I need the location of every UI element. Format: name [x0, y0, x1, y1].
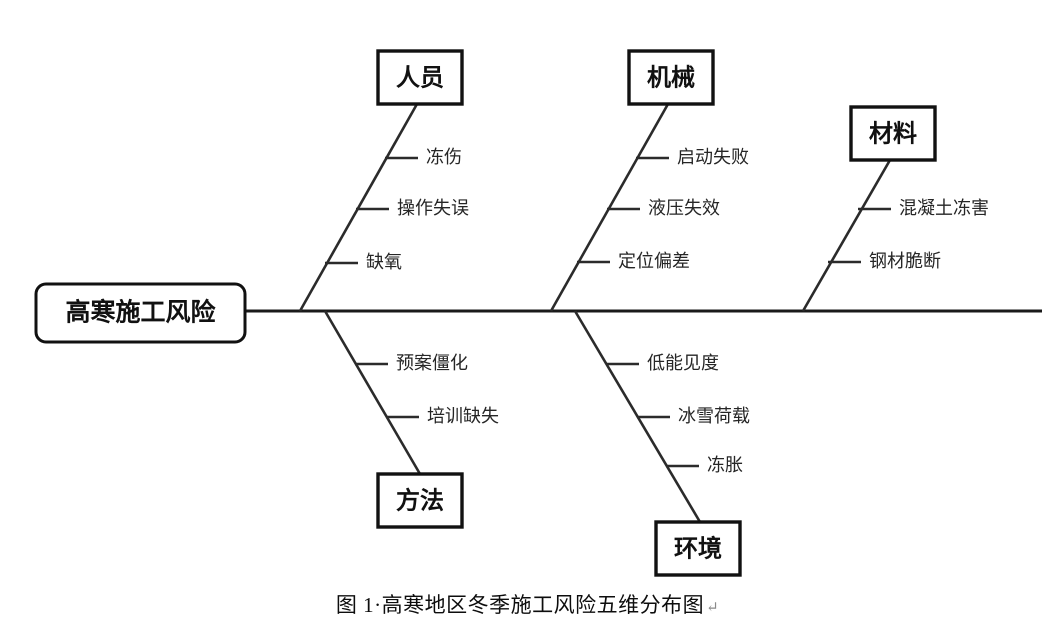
- category-material[interactable]: 材料 混凝土冻害 钢材脆断: [801, 105, 989, 312]
- cause-label-method-1: 培训缺失: [427, 406, 499, 426]
- category-label-personnel: 人员: [396, 64, 444, 91]
- category-personnel[interactable]: 人员 冻伤 操作失误 缺氧: [298, 49, 469, 312]
- caption-figure-number: 图 1: [335, 593, 375, 617]
- cause-label-material-0: 混凝土冻害: [899, 198, 989, 218]
- rib-material: [801, 159, 892, 312]
- category-label-material: 材料: [869, 120, 917, 147]
- category-label-method: 方法: [396, 486, 444, 514]
- cause-label-method-0: 预案僵化: [396, 353, 468, 373]
- category-label-environment: 环境: [674, 534, 722, 562]
- cause-label-machinery-1: 液压失效: [648, 198, 720, 218]
- cause-label-machinery-0: 启动失败: [677, 147, 749, 167]
- figure-caption: 图 1·高寒地区冬季施工风险五维分布图↵: [0, 589, 1055, 619]
- category-box-personnel[interactable]: [376, 49, 464, 106]
- caption-separator: ·: [374, 593, 382, 617]
- category-label-machinery: 机械: [647, 64, 695, 91]
- rib-personnel: [298, 103, 419, 312]
- category-machinery[interactable]: 机械 启动失败 液压失效 定位偏差: [549, 49, 749, 312]
- rib-machinery: [549, 103, 670, 312]
- cause-label-material-1: 钢材脆断: [869, 251, 941, 271]
- cause-label-environment-1: 冰雪荷载: [678, 406, 750, 426]
- head-label: 高寒施工风险: [65, 298, 216, 327]
- paragraph-mark-icon: ↵: [706, 599, 720, 616]
- rib-method: [323, 310, 422, 475]
- caption-title: 高寒地区冬季施工风险五维分布图: [381, 593, 705, 617]
- category-box-method[interactable]: [376, 472, 464, 529]
- category-box-machinery[interactable]: [627, 49, 715, 106]
- head-node[interactable]: 高寒施工风险: [34, 282, 247, 344]
- cause-label-environment-0: 低能见度: [647, 353, 719, 373]
- cause-label-personnel-2: 缺氧: [366, 252, 402, 272]
- category-box-material[interactable]: [849, 105, 937, 162]
- head-box[interactable]: [34, 282, 247, 344]
- category-method[interactable]: 方法 预案僵化 培训缺失: [323, 310, 499, 529]
- cause-label-personnel-0: 冻伤: [426, 147, 462, 167]
- cause-label-environment-2: 冻胀: [707, 455, 743, 475]
- category-box-environment[interactable]: [654, 520, 742, 577]
- cause-label-machinery-2: 定位偏差: [618, 251, 690, 271]
- category-environment[interactable]: 环境 低能见度 冰雪荷载 冻胀: [573, 310, 750, 577]
- cause-label-personnel-1: 操作失误: [397, 198, 469, 218]
